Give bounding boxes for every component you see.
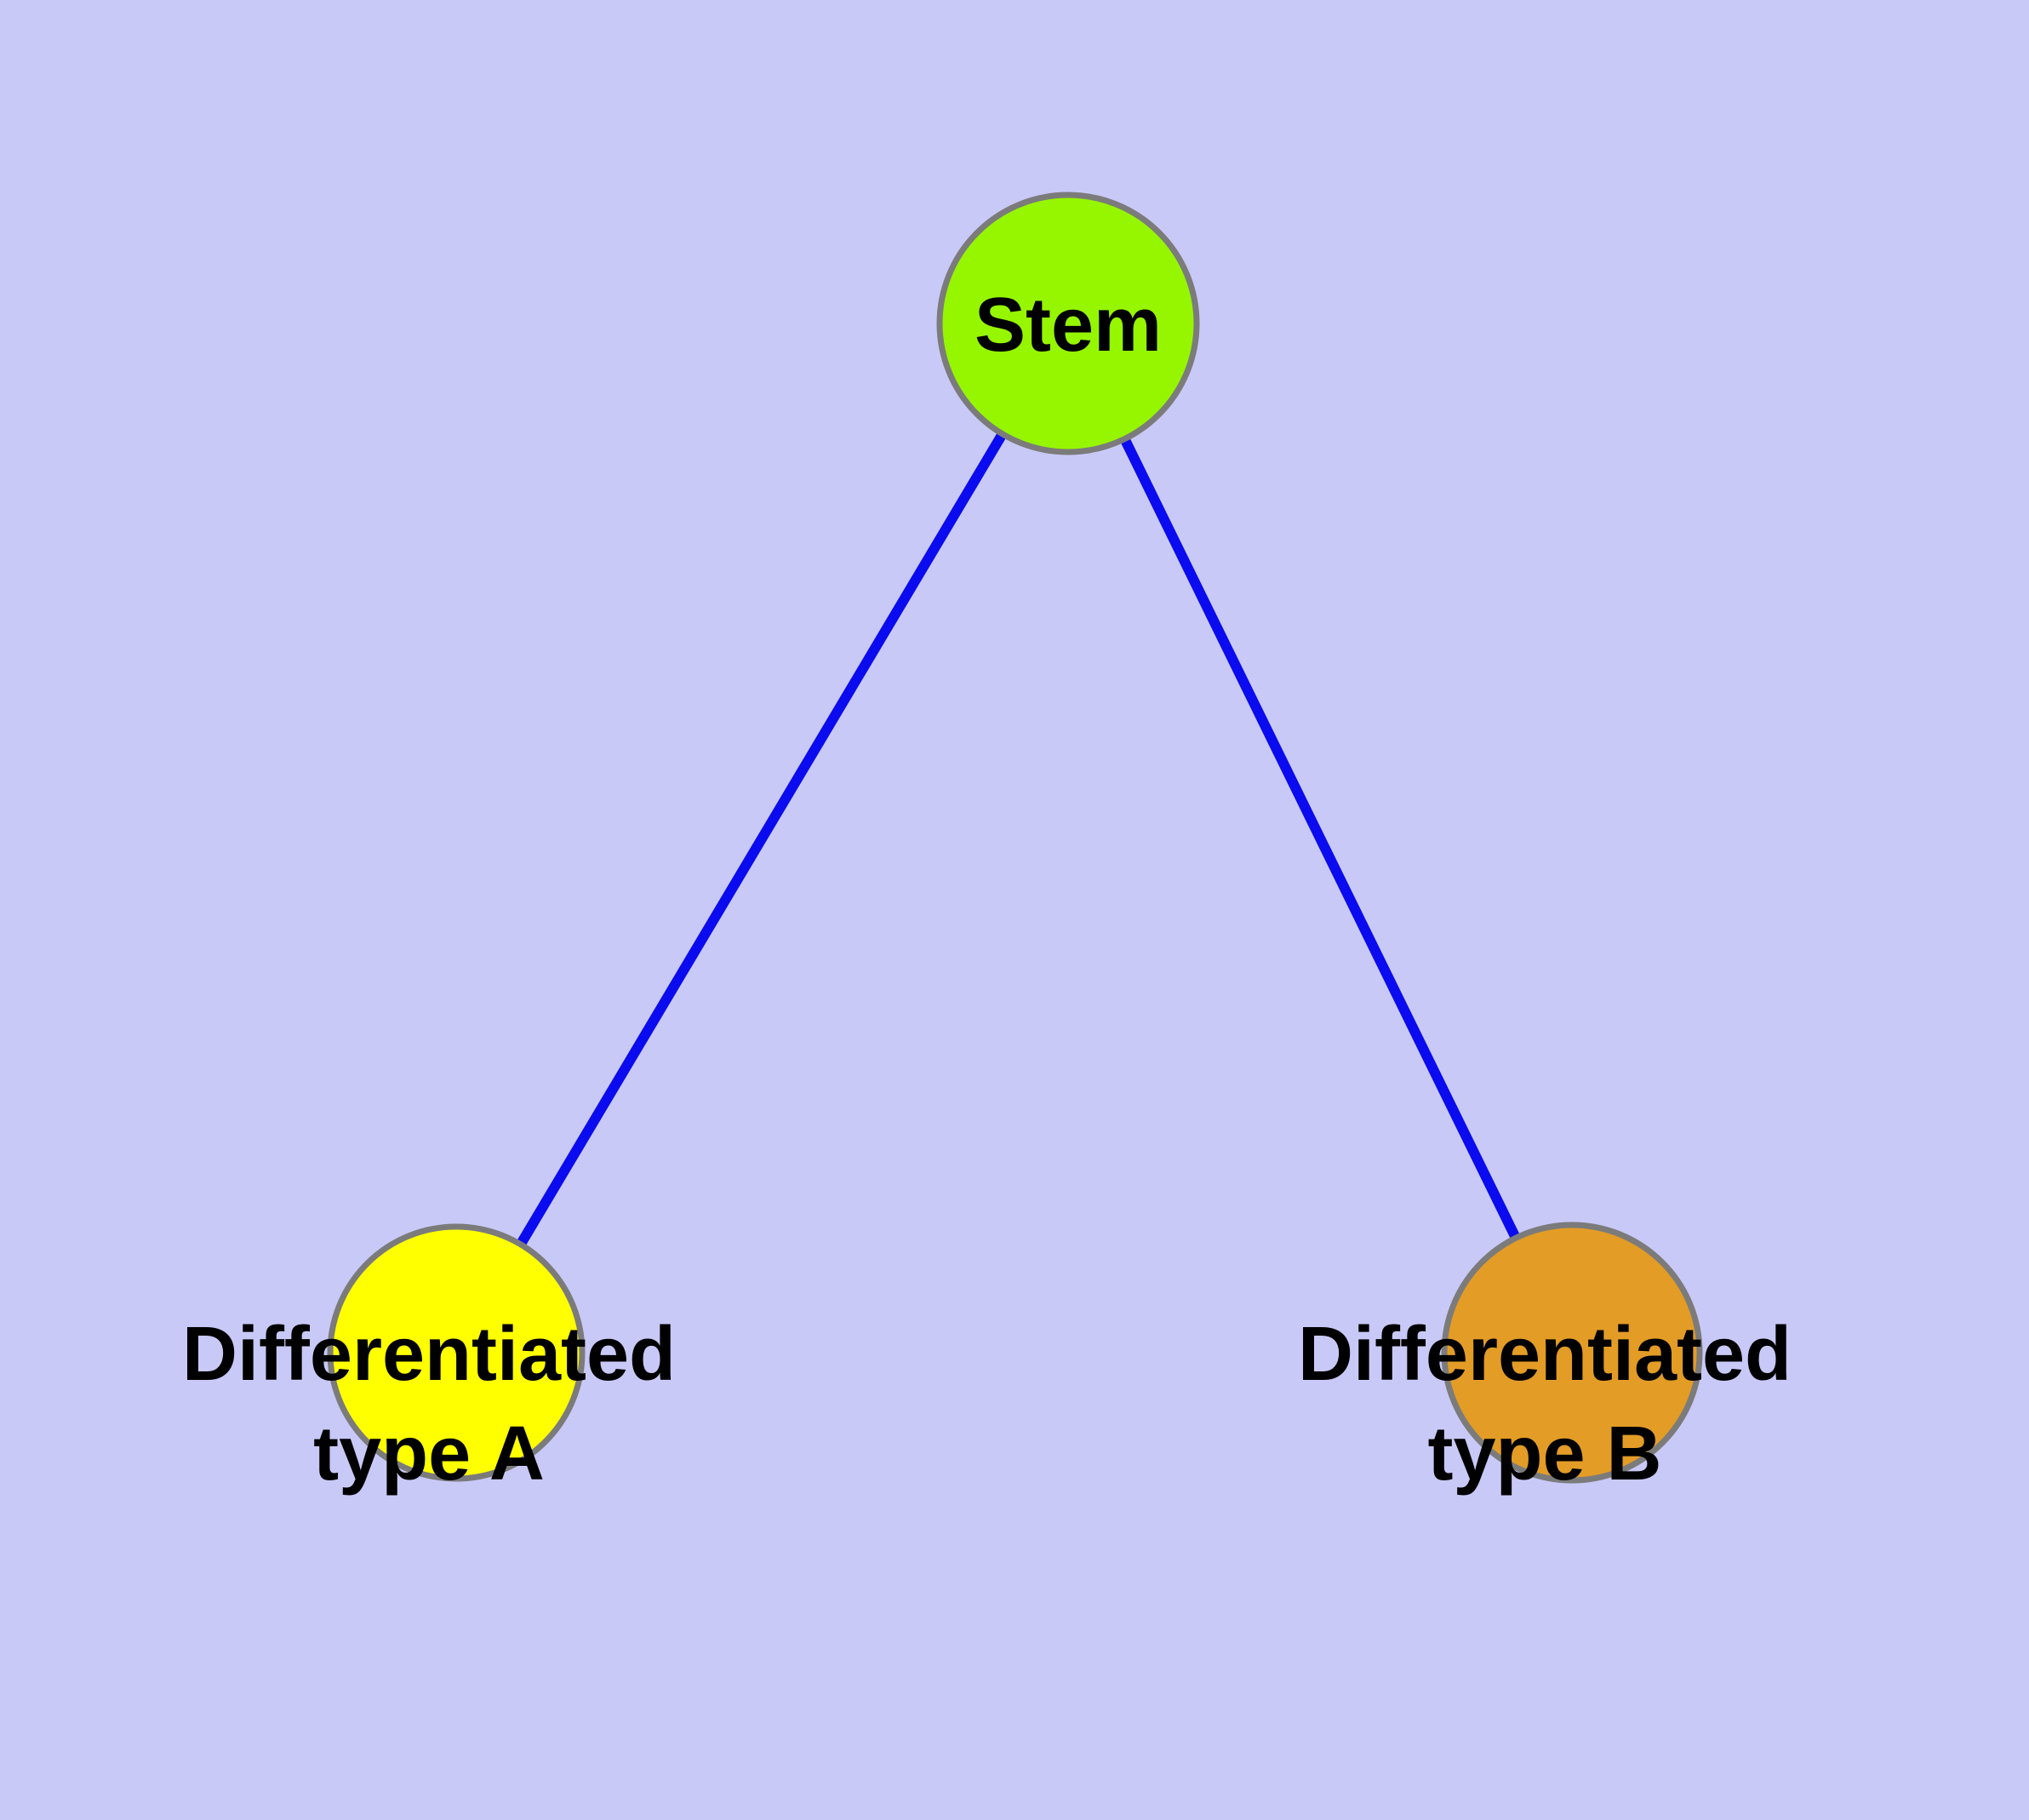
node-label-stem-line-1: Stem [974, 283, 1162, 368]
node-circle-stem [936, 192, 1200, 455]
edge-stem-to-differentiated-type-b [1063, 321, 1577, 1355]
edge-stem-to-differentiated-type-a [451, 320, 1073, 1356]
node-label-differentiated-type-b-line-1: Differentiated [1298, 1312, 1792, 1397]
node-circle-differentiated-type-a [327, 1223, 586, 1482]
edges-layer [451, 320, 1577, 1356]
node-label-differentiated-type-a-line-2: type A [313, 1411, 545, 1497]
nodes-layer [327, 192, 1703, 1484]
node-circle-differentiated-type-b [1441, 1222, 1703, 1484]
node-label-differentiated-type-b-line-2: type B [1427, 1411, 1661, 1497]
node-label-differentiated-type-a-line-1: Differentiated [182, 1312, 676, 1397]
